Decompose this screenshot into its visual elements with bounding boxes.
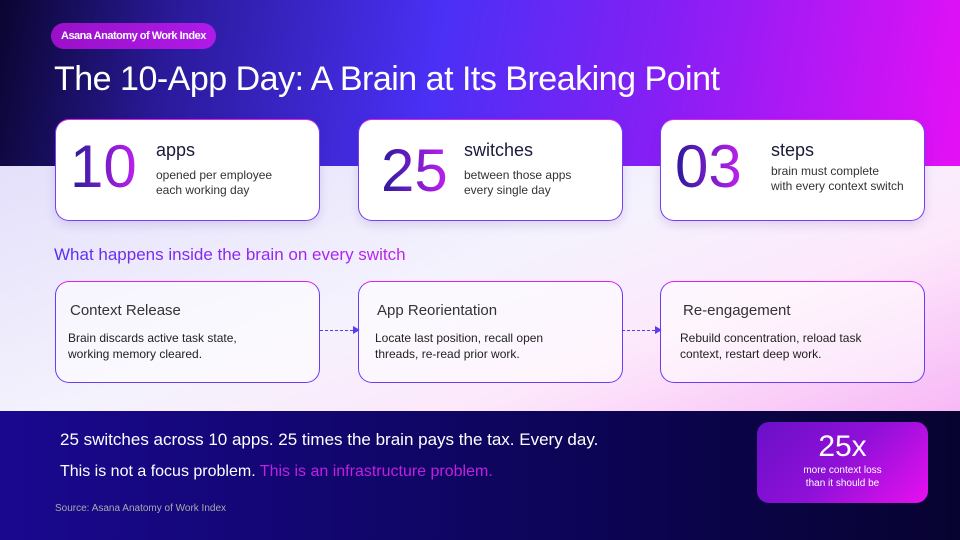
footer-conclusion: This is not a focus problem. This is an … (60, 463, 493, 480)
step-card-app-reorientation: App Reorientation Locate last position, … (358, 281, 623, 383)
stat-number: 25 (381, 137, 448, 204)
step-card-re-engagement: Re-engagement Rebuild concentration, rel… (660, 281, 925, 383)
stat-number: 03 (675, 133, 742, 200)
step-description: Brain discards active task state,working… (68, 331, 237, 361)
page-title: The 10-App Day: A Brain at Its Breaking … (54, 60, 720, 98)
stat-label: switches (464, 140, 534, 160)
step-card-context-release: Context Release Brain discards active ta… (55, 281, 320, 383)
source-note: Source: Asana Anatomy of Work Index (55, 503, 227, 514)
source-badge: Asana Anatomy of Work Index (51, 23, 216, 49)
section-subtitle: What happens inside the brain on every s… (54, 245, 406, 264)
step-title: Context Release (70, 302, 181, 319)
footer-highlight: This is an infrastructure problem. (259, 463, 493, 480)
callout-number: 25x (818, 430, 867, 463)
stat-label: steps (771, 140, 815, 160)
arrow-icon (622, 326, 662, 334)
step-title: Re-engagement (683, 302, 791, 319)
footer-statement: 25 switches across 10 apps. 25 times the… (60, 430, 599, 449)
arrow-icon (320, 326, 360, 334)
stat-number: 10 (70, 133, 137, 200)
stat-label: apps (156, 140, 196, 160)
step-title: App Reorientation (377, 302, 498, 319)
